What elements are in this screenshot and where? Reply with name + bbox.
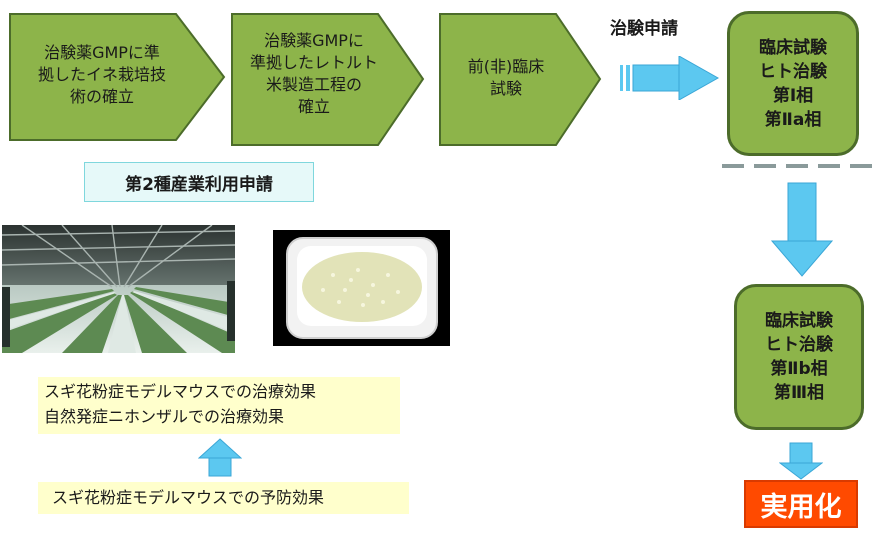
retort-rice-illustration xyxy=(286,237,438,339)
down-arrow-practical xyxy=(779,442,823,480)
step-2-label: 治験薬GMPに 準拠したレトルト 米製造工程の 確立 xyxy=(249,31,378,116)
greenhouse-illustration xyxy=(2,225,235,353)
practical-application-box: 実用化 xyxy=(744,480,858,528)
step-2-shape xyxy=(231,13,425,146)
step-3-preclinical: 前(非)臨床 試験 xyxy=(438,12,603,147)
phase-1-clinical-trial-box: 臨床試験 ヒト治験 第I相 第Ⅱa相 xyxy=(727,11,859,156)
up-arrow xyxy=(198,438,242,477)
retort-rice-photo xyxy=(273,230,450,346)
greenhouse-photo xyxy=(2,225,235,353)
efficacy-results-box: スギ花粉症モデルマウスでの治療効果 自然発症ニホンザルでの治療効果 xyxy=(38,377,400,434)
step-3-label: 前(非)臨床 試験 xyxy=(467,57,545,98)
step-1-label: 治験薬GMPに準 拠したイネ栽培技 術の確立 xyxy=(37,43,166,106)
step-3-shape xyxy=(439,13,602,146)
dashed-divider xyxy=(722,164,872,168)
step-1-rice-cultivation: 治験薬GMPに準 拠したイネ栽培技 術の確立 xyxy=(8,12,226,142)
step-1-shape xyxy=(9,13,226,141)
step-2-retort-rice-process: 治験薬GMPに 準拠したレトルト 米製造工程の 確立 xyxy=(230,12,425,147)
prevention-results-box: スギ花粉症モデルマウスでの予防効果 xyxy=(38,482,409,514)
category2-application-label: 第2種産業利用申請 xyxy=(84,162,314,202)
practical-application-label: 実用化 xyxy=(760,491,842,523)
phase-2-clinical-trial-box: 臨床試験 ヒト治験 第Ⅱb相 第Ⅲ相 xyxy=(734,284,864,430)
application-label: 治験申請 xyxy=(610,19,678,39)
down-arrow-phase2 xyxy=(771,182,833,277)
application-arrow xyxy=(620,56,720,100)
